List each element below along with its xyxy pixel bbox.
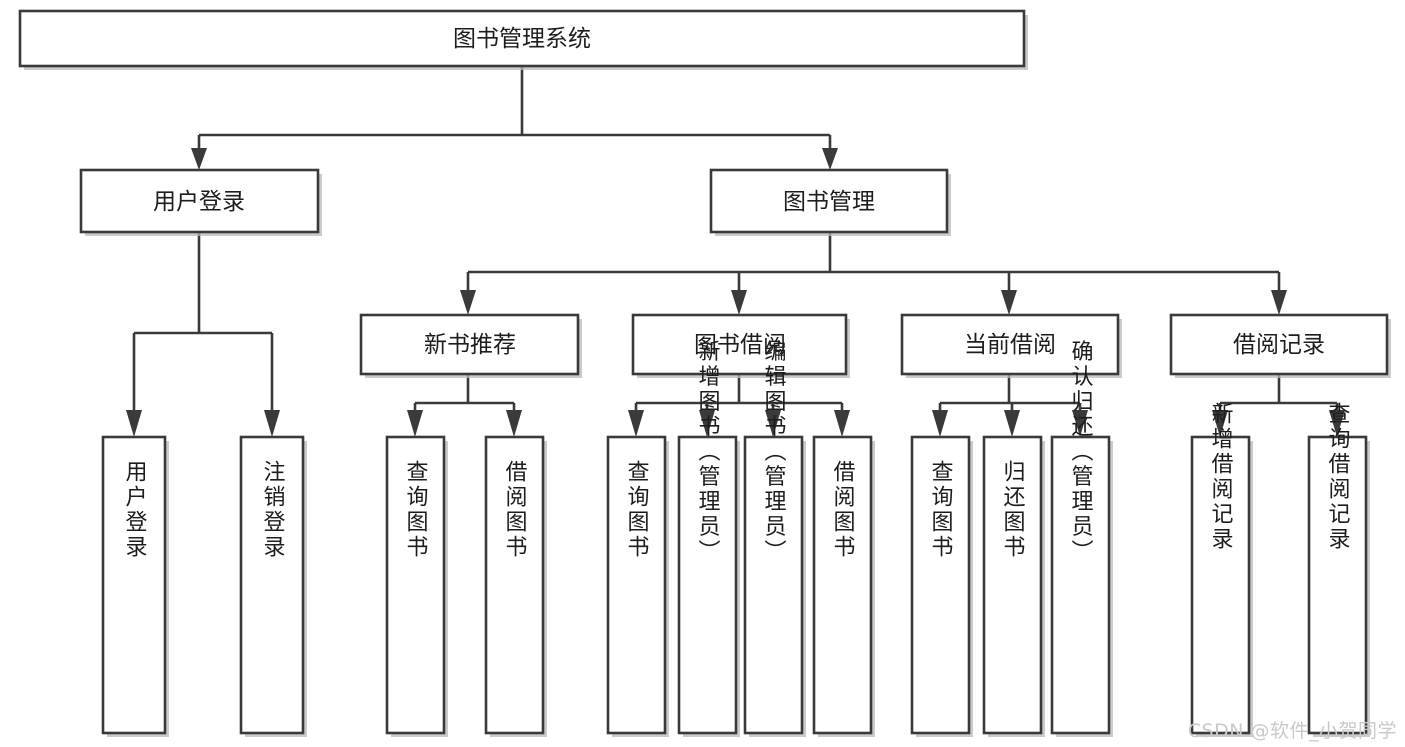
connector-current-to-leaves (932, 374, 1088, 437)
leaf-nb-query-book-label: 查询图书 (403, 460, 429, 560)
node-borrow-record[interactable]: 借阅记录 (1169, 313, 1391, 378)
node-book-management[interactable]: 图书管理 (709, 168, 951, 236)
leaf-bw-borrow-book-label: 借阅图书 (830, 460, 856, 560)
connector-borrow-to-leaves (628, 374, 850, 437)
leaf-cb-query-book-rect (910, 435, 971, 735)
node-current-borrow[interactable]: 当前借阅 (900, 313, 1122, 378)
arrow-to-leaf-user-login (126, 410, 142, 437)
arrow-to-cb-return (1004, 410, 1020, 437)
leaf-cb-confirm-return[interactable]: 确认归还（管理员） (1050, 340, 1113, 738)
arrow-to-rec-add (1212, 410, 1228, 437)
leaf-bw-query-book[interactable]: 查询图书 (606, 435, 669, 737)
leaf-cb-query-book-label: 查询图书 (928, 460, 954, 560)
node-current-borrow-rect (900, 313, 1120, 376)
leaf-logout-label: 注销登录 (260, 460, 286, 560)
leaf-rec-add-record-label: 新增借阅记录 (1208, 402, 1234, 552)
node-user-login-label: 用户登录 (153, 189, 245, 215)
leaf-bw-add-book-rect (677, 435, 738, 735)
leaf-nb-query-book[interactable]: 查询图书 (385, 435, 448, 737)
node-book-borrow-label: 图书借阅 (694, 332, 786, 358)
node-user-login-rect (79, 168, 320, 234)
leaf-nb-borrow-book-label: 借阅图书 (502, 460, 528, 560)
arrow-to-current (1001, 290, 1017, 315)
arrow-to-user-login (191, 148, 207, 170)
node-current-borrow-label: 当前借阅 (964, 332, 1056, 358)
arrow-to-record (1271, 290, 1287, 315)
node-root-label: 图书管理系统 (453, 26, 591, 52)
leaf-bw-edit-book-rect (743, 435, 804, 735)
arrow-to-bw-borrow (834, 410, 850, 437)
arrow-to-rec-query (1329, 410, 1345, 437)
arrow-to-cb-query (932, 410, 948, 437)
connector-record-to-leaves (1212, 374, 1345, 437)
leaf-user-login[interactable]: 用户登录 (101, 435, 169, 737)
leaf-user-login-rect (101, 435, 167, 735)
arrow-to-nb-query (407, 410, 423, 437)
leaf-rec-add-record[interactable]: 新增借阅记录 (1190, 402, 1253, 737)
leaf-cb-confirm-return-rect (1050, 435, 1111, 735)
leaf-cb-return-book[interactable]: 归还图书 (982, 435, 1045, 737)
leaf-nb-borrow-book-rect (484, 435, 545, 735)
connector-book-mgmt-to-level3 (460, 232, 1287, 315)
node-book-borrow[interactable]: 图书借阅 (631, 313, 850, 378)
leaf-bw-add-book[interactable]: 新增图书（管理员） (677, 340, 740, 738)
leaf-cb-return-book-label: 归还图书 (1000, 460, 1026, 560)
leaf-logout-rect (239, 435, 305, 735)
connector-user-login-to-leaves (126, 232, 280, 437)
leaf-bw-add-book-label: 新增图书（管理员） (695, 340, 721, 565)
leaf-cb-confirm-return-label: 确认归还（管理员） (1068, 340, 1094, 565)
node-borrow-record-label: 借阅记录 (1233, 332, 1325, 358)
leaf-cb-return-book-rect (982, 435, 1043, 735)
leaf-rec-query-record[interactable]: 查询借阅记录 (1307, 402, 1370, 737)
leaf-rec-query-record-label: 查询借阅记录 (1325, 402, 1351, 552)
node-new-book-recommend-rect (359, 313, 580, 376)
arrow-to-new-book (460, 290, 476, 315)
leaf-nb-query-book-rect (385, 435, 446, 735)
leaf-user-login-label: 用户登录 (122, 460, 148, 560)
node-root[interactable]: 图书管理系统 (18, 9, 1028, 70)
csdn-watermark: CSDN @软件_小贺同学 (1187, 720, 1397, 742)
arrow-to-leaf-logout (264, 410, 280, 437)
leaf-bw-edit-book[interactable]: 编辑图书（管理员） (743, 340, 806, 738)
arrow-to-borrow (731, 290, 747, 315)
node-new-book-recommend-label: 新书推荐 (424, 332, 516, 358)
arrow-to-bw-edit (765, 410, 781, 437)
leaf-bw-edit-book-label: 编辑图书（管理员） (761, 340, 787, 565)
connector-new-book-to-leaves (407, 374, 522, 437)
connector-layer (126, 66, 1345, 437)
arrow-to-cb-confirm (1072, 410, 1088, 437)
arrow-to-nb-borrow (506, 410, 522, 437)
node-book-management-rect (709, 168, 949, 234)
arrow-to-bw-add (699, 410, 715, 437)
node-book-management-label: 图书管理 (783, 189, 875, 215)
leaf-cb-query-book[interactable]: 查询图书 (910, 435, 973, 737)
leaf-bw-borrow-book[interactable]: 借阅图书 (812, 435, 875, 737)
leaf-logout[interactable]: 注销登录 (239, 435, 307, 737)
connector-root-to-level2 (191, 66, 838, 170)
leaf-nb-borrow-book[interactable]: 借阅图书 (484, 435, 547, 737)
leaf-bw-query-book-label: 查询图书 (624, 460, 650, 560)
node-borrow-record-rect (1169, 313, 1389, 376)
node-new-book-recommend[interactable]: 新书推荐 (359, 313, 582, 378)
leaf-bw-query-book-rect (606, 435, 667, 735)
leaf-rec-query-record-rect (1307, 435, 1368, 735)
leaf-bw-borrow-book-rect (812, 435, 873, 735)
arrow-to-book-mgmt (822, 148, 838, 170)
node-book-borrow-rect (631, 313, 848, 376)
leaf-rec-add-record-rect (1190, 435, 1251, 735)
node-user-login[interactable]: 用户登录 (79, 168, 322, 236)
arrow-to-bw-query (628, 410, 644, 437)
node-root-rect (18, 9, 1026, 68)
